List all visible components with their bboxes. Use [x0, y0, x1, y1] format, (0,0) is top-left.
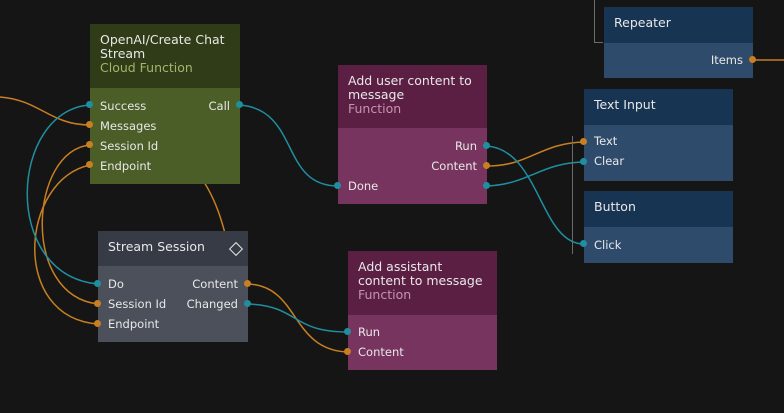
port-dot[interactable]	[86, 101, 93, 108]
node-openai-create-chat-stream[interactable]: OpenAI/Create Chat Stream Cloud Function…	[90, 24, 240, 184]
node-header: Stream Session	[98, 231, 248, 266]
port-dot[interactable]	[344, 348, 351, 355]
wire-endpoint-to-endpoint	[34, 164, 99, 325]
port-dot[interactable]	[94, 280, 101, 287]
node-header: Text Input	[584, 89, 733, 125]
port-changed[interactable]: Changed	[186, 297, 238, 311]
port-session-id[interactable]: Session Id	[108, 297, 167, 311]
node-subtitle: Function	[348, 101, 402, 116]
port-dot[interactable]	[334, 182, 341, 189]
wire-done-to-clear	[486, 161, 585, 187]
port-dot[interactable]	[749, 56, 756, 63]
group-bracket-tick	[594, 42, 603, 43]
port-content[interactable]: Content	[431, 159, 477, 173]
port-endpoint[interactable]: Endpoint	[100, 159, 152, 173]
port-dot[interactable]	[580, 138, 587, 145]
port-text[interactable]: Text	[594, 134, 618, 148]
node-title: Repeater	[614, 15, 671, 30]
port-items[interactable]: Items	[710, 53, 743, 67]
port-dot[interactable]	[483, 162, 490, 169]
wire-content-to-assistant-content	[247, 283, 349, 353]
port-dot[interactable]	[86, 141, 93, 148]
node-body: Run Content Done	[338, 128, 487, 204]
node-header: Button	[584, 191, 733, 227]
port-content[interactable]: Content	[358, 345, 404, 359]
node-body: Success Call Messages Session Id Endpoin…	[90, 88, 240, 184]
port-dot[interactable]	[580, 158, 587, 165]
port-dot[interactable]	[244, 280, 251, 287]
wire-call-to-done	[239, 104, 339, 187]
node-subtitle: Cloud Function	[100, 60, 193, 75]
port-messages[interactable]: Messages	[100, 119, 157, 133]
port-success[interactable]: Success	[100, 99, 147, 113]
port-dot[interactable]	[86, 121, 93, 128]
port-dot[interactable]	[244, 300, 251, 307]
port-dot[interactable]	[94, 300, 101, 307]
port-dot[interactable]	[483, 142, 490, 149]
node-body: Text Clear	[584, 125, 733, 181]
port-click[interactable]: Click	[594, 238, 622, 252]
node-body: Do Content Session Id Changed Endpoint	[98, 266, 248, 342]
node-title: Text Input	[594, 97, 656, 112]
port-call[interactable]: Call	[208, 99, 230, 113]
port-dot[interactable]	[94, 320, 101, 327]
node-add-user-content[interactable]: Add user content to message Function Run…	[338, 65, 487, 204]
node-header: OpenAI/Create Chat Stream Cloud Function	[90, 24, 240, 88]
wire-changed-to-run	[247, 303, 349, 333]
node-title: OpenAI/Create Chat Stream	[100, 32, 225, 61]
node-title: Button	[594, 199, 636, 214]
wire-offscreen-to-messages	[0, 96, 91, 126]
port-dot[interactable]	[236, 101, 243, 108]
wire-click-to-run	[486, 145, 585, 245]
node-body: Items	[604, 43, 753, 78]
node-title: Add assistant content to message	[358, 259, 483, 288]
port-do[interactable]: Do	[108, 277, 124, 291]
group-bracket	[572, 136, 573, 254]
wire-success-to-do	[26, 104, 99, 285]
wire-adduser-content-to-text	[486, 141, 585, 167]
node-subtitle: Function	[358, 287, 412, 302]
port-dot[interactable]	[344, 328, 351, 335]
port-clear[interactable]: Clear	[594, 154, 625, 168]
node-header: Add assistant content to message Functio…	[348, 251, 497, 315]
port-dot[interactable]	[580, 240, 587, 247]
port-done[interactable]: Done	[348, 179, 379, 193]
node-repeater[interactable]: Repeater Items	[604, 7, 753, 78]
port-run[interactable]: Run	[454, 139, 477, 153]
port-content[interactable]: Content	[192, 277, 238, 291]
diamond-icon[interactable]	[228, 241, 244, 257]
port-run[interactable]: Run	[358, 325, 381, 339]
node-header: Add user content to message Function	[338, 65, 487, 128]
port-endpoint[interactable]: Endpoint	[108, 317, 160, 331]
node-title: Add user content to message	[348, 73, 472, 102]
node-body: Run Content	[348, 315, 497, 370]
node-stream-session[interactable]: Stream Session Do Content Session Id Cha…	[98, 231, 248, 342]
node-button[interactable]: Button Click	[584, 191, 733, 263]
node-text-input[interactable]: Text Input Text Clear	[584, 89, 733, 181]
port-dot[interactable]	[483, 182, 490, 189]
node-add-assistant-content[interactable]: Add assistant content to message Functio…	[348, 251, 497, 370]
group-bracket	[594, 0, 595, 42]
port-dot[interactable]	[86, 161, 93, 168]
node-title: Stream Session	[108, 239, 205, 254]
node-header: Repeater	[604, 7, 753, 43]
node-body: Click	[584, 227, 733, 263]
port-session-id[interactable]: Session Id	[100, 139, 159, 153]
